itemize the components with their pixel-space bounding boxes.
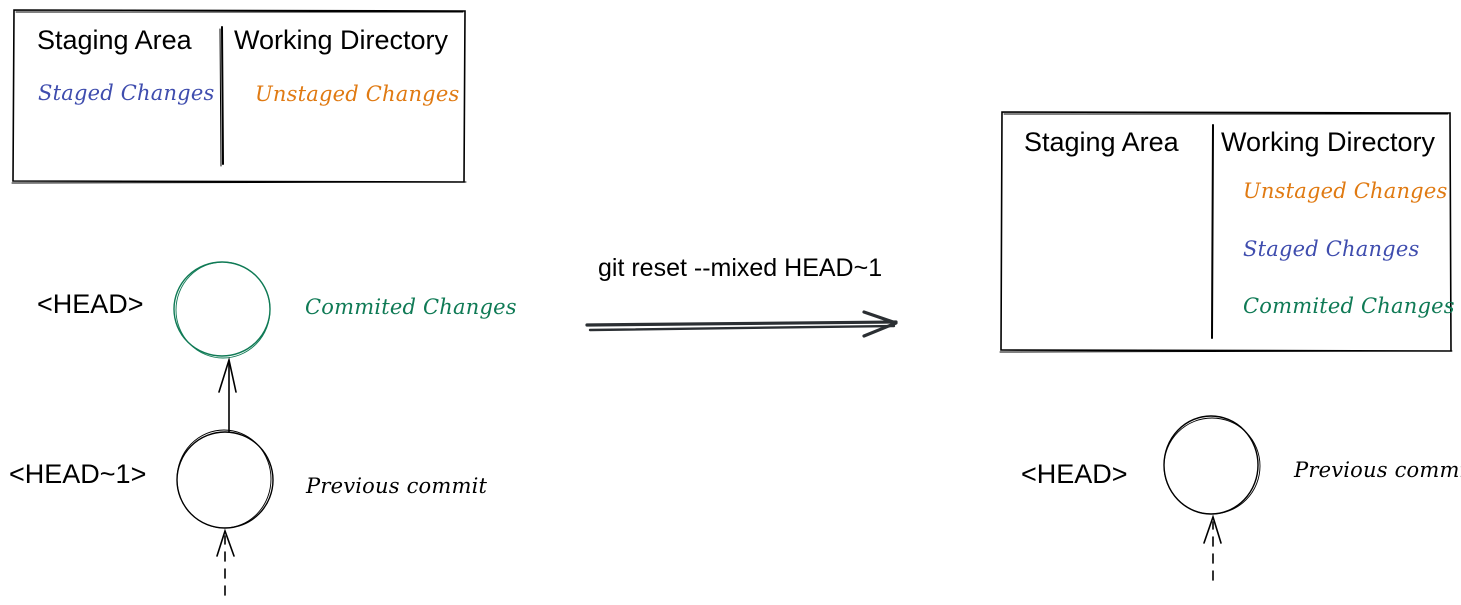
before-staging-title: Staging Area xyxy=(37,25,192,55)
after-commit-circle xyxy=(1163,415,1261,515)
after-unstaged-changes: Unstaged Changes xyxy=(1243,179,1448,203)
before-staged-changes: Staged Changes xyxy=(38,81,215,105)
after-box xyxy=(999,111,1453,353)
after-committed-changes: Commited Changes xyxy=(1243,294,1455,318)
before-unstaged-changes: Unstaged Changes xyxy=(255,82,460,106)
before-committed-changes: Commited Changes xyxy=(305,295,517,319)
after-history-dashed xyxy=(1203,514,1222,581)
before-history-dashed xyxy=(216,528,235,596)
before-working-title: Working Directory xyxy=(234,25,449,55)
before-commit-prev-circle xyxy=(176,429,274,529)
before-head-1-ref: <HEAD~1> xyxy=(9,459,147,489)
before-previous-commit: Previous commit xyxy=(306,474,488,498)
after-head-ref: <HEAD> xyxy=(1021,459,1128,489)
command-label: git reset --mixed HEAD~1 xyxy=(598,254,883,282)
before-parent-arrow xyxy=(218,356,237,433)
before-commit-head-circle xyxy=(173,261,271,359)
after-staging-title: Staging Area xyxy=(1024,127,1179,157)
after-previous-commit: Previous commit xyxy=(1294,458,1461,482)
reset-arrow xyxy=(585,310,898,338)
before-head-ref: <HEAD> xyxy=(37,289,144,319)
after-staged-changes: Staged Changes xyxy=(1243,237,1420,261)
before-box xyxy=(11,9,467,184)
after-working-title: Working Directory xyxy=(1221,127,1436,157)
